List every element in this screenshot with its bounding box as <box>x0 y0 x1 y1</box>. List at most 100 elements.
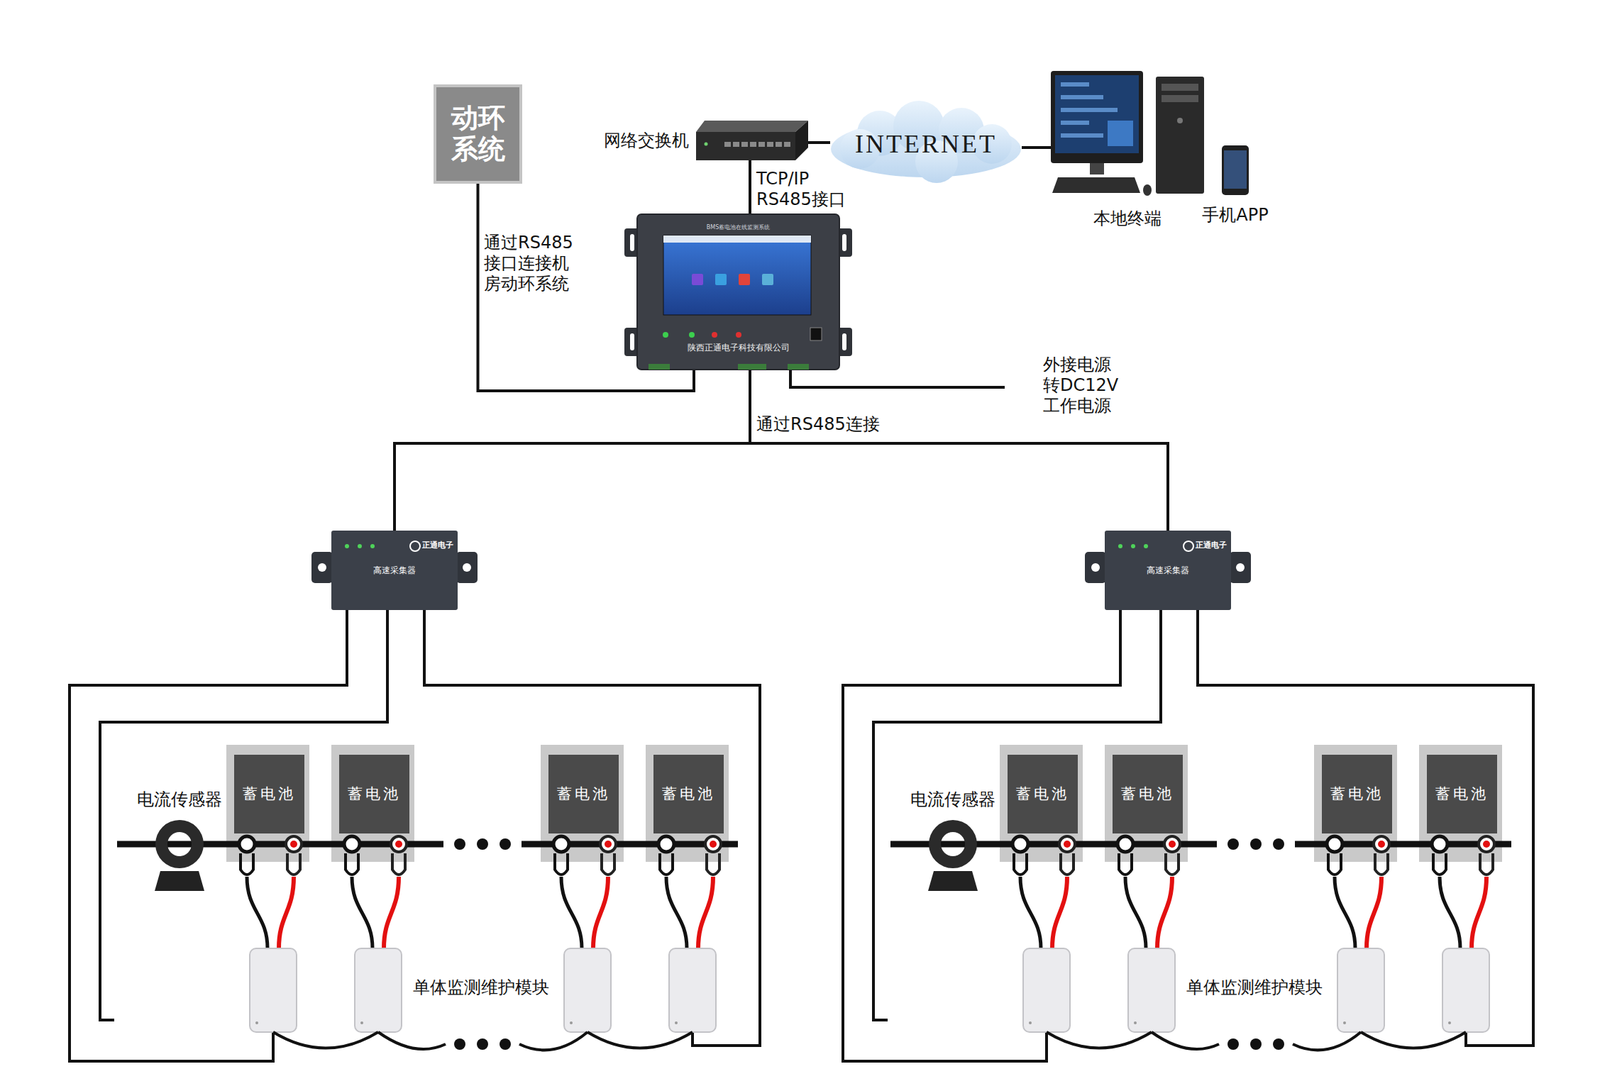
pc-text: 本地终端 <box>1093 208 1162 230</box>
switch-port <box>775 141 782 147</box>
mount-slot <box>630 333 635 351</box>
sensor-node: 电流传感器 <box>922 815 984 892</box>
connector <box>748 160 752 215</box>
cloud-node: INTERNET <box>830 105 1022 185</box>
mount-slot <box>842 333 847 351</box>
pc-shape <box>1050 70 1205 199</box>
note-label-wrap: 外接电源 转DC12V 工作电源 <box>1043 354 1132 416</box>
mount-slot <box>462 563 472 572</box>
mount-slot <box>842 234 847 252</box>
note-label: 单体监测维护模块 <box>412 977 550 999</box>
cloud-body <box>830 100 1022 184</box>
cloud-text: INTERNET <box>854 129 997 160</box>
mount-slot <box>1236 563 1245 572</box>
screen-bar <box>1060 133 1104 138</box>
bat-node: 蓄电池 <box>653 754 724 834</box>
status-led <box>1143 544 1149 549</box>
dh-node: 动环 系统 <box>433 84 523 184</box>
mount-ear <box>1229 552 1251 584</box>
screen-icon <box>691 273 704 286</box>
mount-slot <box>1091 563 1100 572</box>
bat-text: 蓄电池 <box>1016 785 1070 804</box>
phone-shape <box>1221 145 1249 196</box>
bat-text: 蓄电池 <box>1435 785 1489 804</box>
sensor-base <box>154 871 205 892</box>
switch-port <box>758 141 765 147</box>
keyboard <box>1052 177 1141 193</box>
mount-slot <box>317 563 327 572</box>
status-led <box>1130 544 1136 549</box>
screen-header <box>663 235 811 243</box>
phone-body <box>1221 145 1249 196</box>
bat-node: 蓄电池 <box>339 754 410 834</box>
ctrl-text: BMS蓄电池在线监测系统 <box>706 224 770 232</box>
status-led <box>662 332 669 338</box>
mount-ear <box>456 552 478 584</box>
ctrl-text: 陕西正通电子科技有限公司 <box>687 342 790 353</box>
sensor-shape <box>149 815 211 892</box>
switch-led <box>704 142 709 147</box>
tower <box>1155 76 1205 194</box>
monitor-stand <box>1089 163 1105 175</box>
brand-logo <box>410 541 421 552</box>
mouse <box>1143 184 1152 196</box>
status-led <box>344 544 350 549</box>
tower-panel <box>1161 83 1199 91</box>
status-led <box>711 332 718 338</box>
monitor <box>1050 70 1144 164</box>
switch-top <box>696 120 809 132</box>
sensor-node: 电流传感器 <box>149 815 211 892</box>
sensor-ring <box>928 820 978 869</box>
switch-port <box>741 141 748 147</box>
ctrl-node: BMS蓄电池在线监测系统陕西正通电子科技有限公司 <box>624 214 853 370</box>
note-label: 单体监测维护模块 <box>1186 977 1323 999</box>
bat-node: 蓄电池 <box>548 754 619 834</box>
mount-ear <box>311 552 333 584</box>
mount-slot <box>630 234 635 252</box>
sensor-ring <box>155 820 204 869</box>
note-label-wrap: 单体监测维护模块 <box>1186 977 1323 999</box>
phone-text: 手机APP <box>1201 205 1268 226</box>
power-switch <box>810 327 822 341</box>
connector <box>1021 146 1051 150</box>
coll-node: 高速采集器正通电子 <box>311 530 478 611</box>
screen-bar <box>1060 82 1090 87</box>
switch-port <box>767 141 774 147</box>
screen-icon <box>762 273 774 286</box>
bat-text: 蓄电池 <box>347 785 401 804</box>
bat-node: 蓄电池 <box>1007 754 1078 834</box>
edge-label: 通过RS485 接口连接机 房动环系统 <box>483 232 584 294</box>
bat-text: 蓄电池 <box>1330 785 1384 804</box>
terminal-block <box>737 363 767 370</box>
sensor-base <box>928 871 978 892</box>
sensor-text: 电流传感器 <box>910 789 996 811</box>
switch-text: 网络交换机 <box>603 130 689 152</box>
screen-icon <box>715 273 727 286</box>
switch-node: 网络交换机 <box>696 120 809 161</box>
switch-port <box>784 141 791 147</box>
edge-label: TCP/IP RS485接口 <box>756 168 860 211</box>
screen-icon <box>738 273 750 286</box>
edge-label-wrap: TCP/IP RS485接口 <box>756 168 860 211</box>
bat-node: 蓄电池 <box>1426 754 1498 834</box>
terminal-block <box>648 363 670 370</box>
screen-bar <box>1060 120 1090 125</box>
bat-node: 蓄电池 <box>234 754 305 834</box>
bat-text: 蓄电池 <box>1121 785 1175 804</box>
connector <box>394 369 750 531</box>
dh-text: 动环 系统 <box>446 102 511 165</box>
mount-ear <box>1084 552 1107 584</box>
switch-port <box>749 141 757 147</box>
collector-body <box>1104 530 1232 611</box>
power-wire <box>790 369 1005 388</box>
coll-text: 高速采集器 <box>1146 565 1190 576</box>
status-led <box>688 332 695 338</box>
switch-side <box>795 120 809 161</box>
sensor-text: 电流传感器 <box>136 789 223 811</box>
screen-bar <box>1060 107 1118 113</box>
coll-node: 高速采集器正通电子 <box>1084 530 1251 611</box>
switch-port <box>732 141 740 147</box>
collector-body <box>331 530 458 611</box>
